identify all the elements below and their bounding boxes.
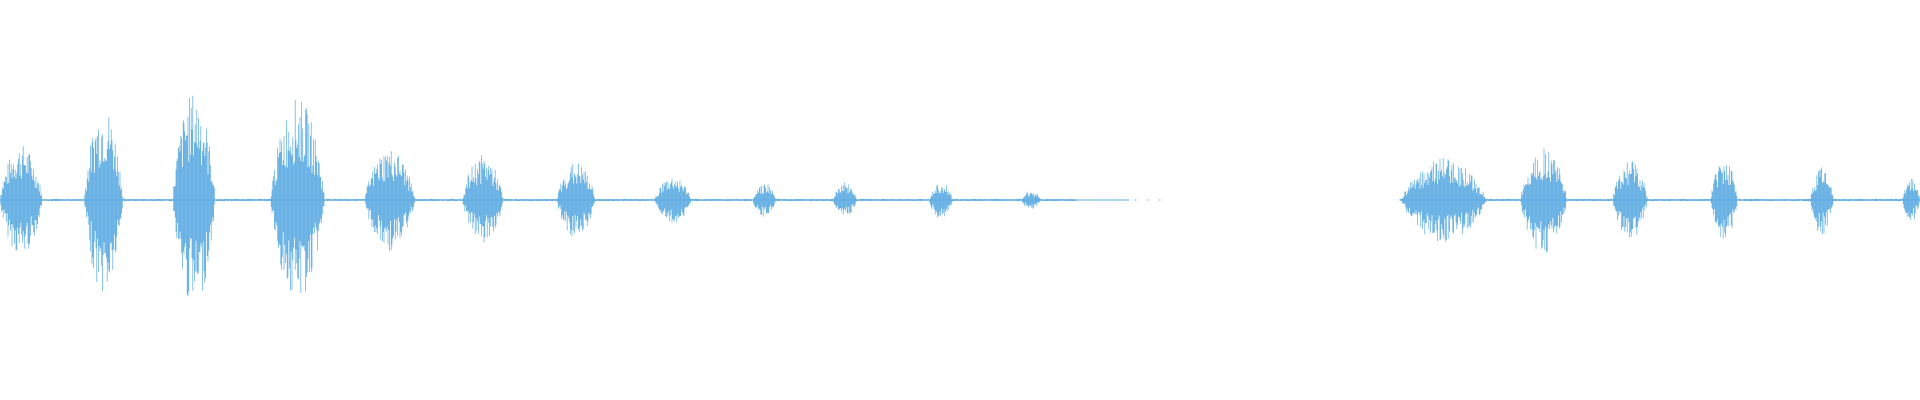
waveform-bursts bbox=[0, 95, 1920, 297]
waveform-trace bbox=[0, 95, 1920, 297]
